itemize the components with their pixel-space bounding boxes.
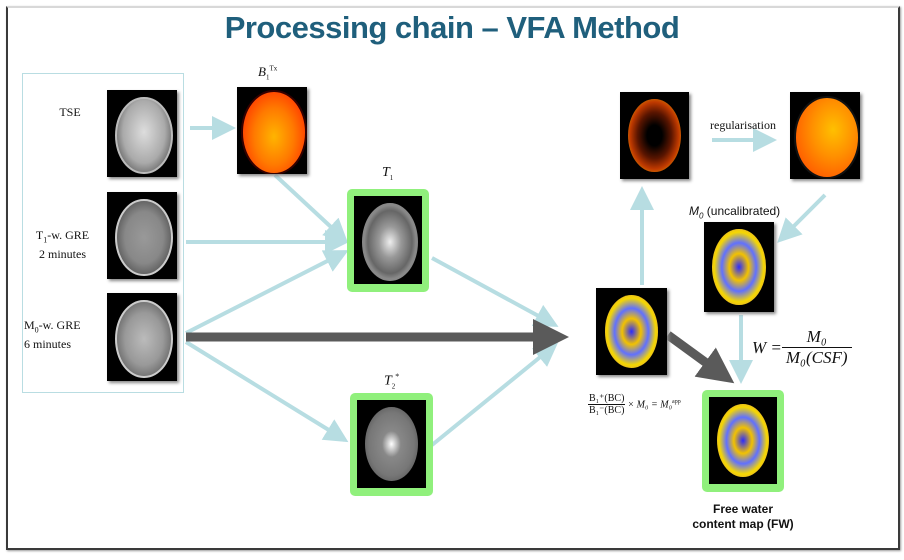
arrow-m0w-to-t1 — [185, 250, 349, 335]
b1tx-map-image — [237, 87, 307, 174]
tse-image — [107, 90, 177, 177]
t1-map-image — [354, 196, 422, 284]
b1-regularised-map-image — [790, 92, 860, 179]
bc-formula: B₁⁺(BC) B₁⁻(BC) × M₀ = M₀app — [588, 393, 681, 416]
t2star-label: T2* — [384, 372, 400, 391]
t1-label: T1 — [382, 165, 394, 182]
t2star-map-frame — [350, 393, 433, 496]
m0w-gre-image — [107, 293, 177, 381]
arrow-t2-to-m0app — [430, 342, 559, 447]
t2star-map-image — [357, 400, 426, 488]
regularisation-label: regularisation — [710, 118, 776, 132]
w-formula: W = M₀ M₀(CSF) — [752, 327, 852, 368]
arrow-thick-m0app-to-fw — [665, 331, 735, 384]
slide-title: Processing chain – VFA Method — [224, 10, 680, 45]
arrow-t1-to-m0app — [431, 256, 559, 327]
m0-uncalibrated-image — [704, 222, 774, 312]
fw-map-image — [709, 397, 777, 484]
arrow-m0w-to-t2 — [184, 340, 349, 443]
b1tx-label: B1Tx — [258, 64, 278, 82]
fw-caption: Free water content map (FW) — [692, 502, 794, 531]
arrow-b1-to-t1 — [273, 173, 348, 243]
b1-raw-map-image — [620, 92, 689, 179]
m0-uncalibrated-label: M0 (uncalibrated) — [689, 204, 781, 221]
input-scans-box — [22, 73, 184, 393]
m0-app-image — [596, 288, 667, 375]
label-tse: TSE — [59, 105, 81, 119]
arrow-b1r-to-m0uncal — [777, 193, 827, 243]
fw-map-frame — [702, 390, 784, 492]
t1w-gre-image — [107, 192, 177, 279]
t1-map-frame — [347, 189, 429, 292]
